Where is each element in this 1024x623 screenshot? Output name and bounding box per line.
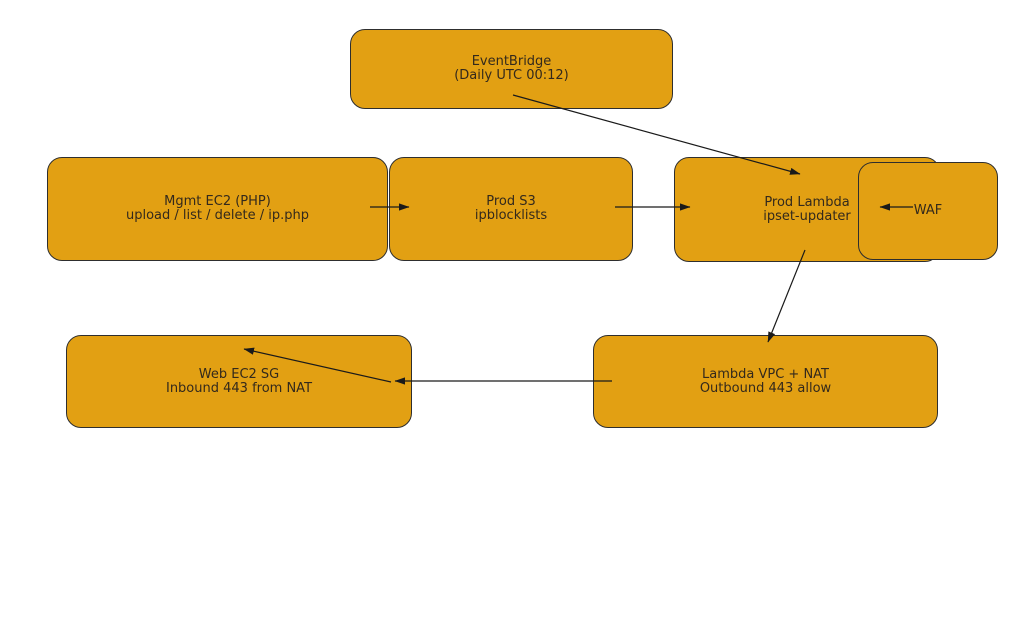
node-prod-s3-label: Prod S3 bbox=[486, 194, 536, 209]
node-prod-s3-sublabel: ipblocklists bbox=[474, 208, 548, 223]
node-mgmt-ec2: Mgmt EC2 (PHP) upload / list / delete / … bbox=[47, 157, 388, 261]
node-prod-lambda-sublabel: ipset-updater bbox=[763, 208, 851, 224]
node-waf: WAF bbox=[858, 162, 998, 260]
node-web-ec2-sg: Web EC2 SG Inbound 443 from NAT bbox=[66, 335, 412, 428]
node-web-ec2-sg-sublabel: Inbound 443 from NAT bbox=[165, 380, 313, 396]
node-eventbridge: EventBridge (Daily UTC 00:12) bbox=[350, 29, 673, 109]
node-prod-s3: Prod S3 ipblocklists bbox=[389, 157, 633, 261]
node-eventbridge-label: EventBridge bbox=[471, 54, 552, 69]
node-prod-lambda-label: Prod Lambda bbox=[764, 194, 850, 210]
node-lambda-vpc: Lambda VPC + NAT Outbound 443 allow bbox=[593, 335, 938, 428]
node-lambda-vpc-sublabel: Outbound 443 allow bbox=[699, 380, 832, 396]
node-lambda-vpc-label: Lambda VPC + NAT bbox=[702, 366, 829, 382]
node-waf-label: WAF bbox=[913, 203, 943, 218]
node-mgmt-ec2-sublabel: upload / list / delete / ip.php bbox=[126, 208, 309, 223]
node-mgmt-ec2-label: Mgmt EC2 (PHP) bbox=[164, 194, 271, 209]
edge-prod-lambda-to-lambda-vpc bbox=[767, 249, 806, 343]
node-eventbridge-sublabel: (Daily UTC 00:12) bbox=[454, 68, 569, 83]
node-web-ec2-sg-label: Web EC2 SG bbox=[198, 366, 280, 382]
